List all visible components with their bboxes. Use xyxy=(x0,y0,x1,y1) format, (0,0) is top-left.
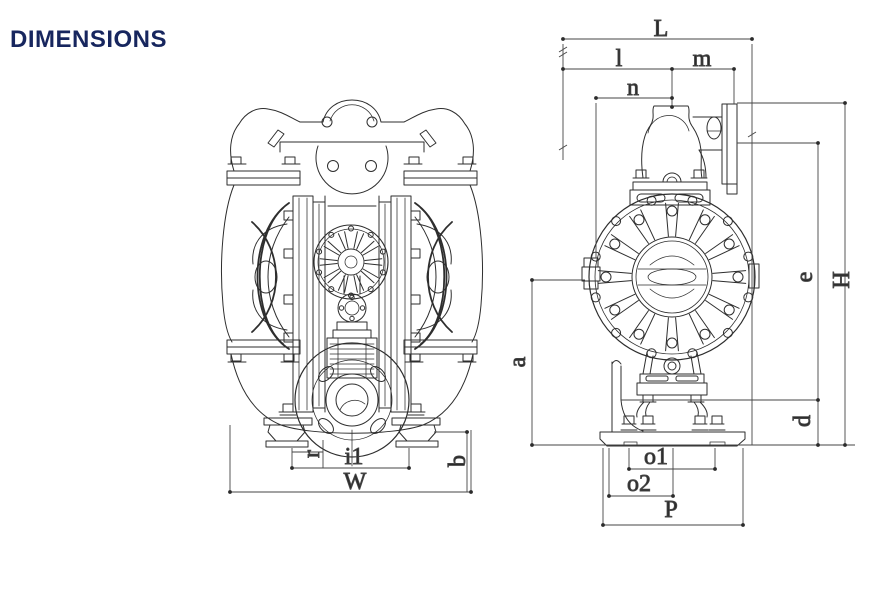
dim-label-n: n xyxy=(627,75,639,101)
dim-label-W: W xyxy=(344,469,367,495)
dim-label-o1: o1 xyxy=(644,444,668,470)
dim-label-d: d xyxy=(790,415,816,427)
dim-label-a: a xyxy=(505,356,531,367)
base-bolts xyxy=(620,415,726,431)
side-flange xyxy=(721,103,738,185)
dimension-end-dots xyxy=(228,37,847,527)
air-inlet-connector xyxy=(581,257,601,290)
dim-label-b: b xyxy=(445,455,471,467)
dim-label-m: m xyxy=(693,46,712,72)
dim-label-L: L xyxy=(654,16,669,42)
muffler-grid xyxy=(329,343,375,375)
dim-label-i1: i1 xyxy=(345,444,364,470)
dim-label-l: l xyxy=(616,46,623,72)
dim-label-r: r xyxy=(299,450,325,458)
top-flange xyxy=(315,145,389,195)
front-view-pump-body xyxy=(220,99,484,467)
dim-label-e: e xyxy=(792,272,818,283)
base-plate xyxy=(599,431,746,447)
side-view-pump-body xyxy=(581,103,760,447)
mounting-bracket xyxy=(611,360,644,433)
dim-label-P: P xyxy=(664,497,677,523)
dim-label-H: H xyxy=(829,271,855,288)
left-pin xyxy=(267,129,285,148)
page-title: DIMENSIONS xyxy=(10,26,168,53)
side-view-dimensions: L l m n a e H d o1 o2 P xyxy=(228,16,855,527)
chamber-clamp-wheel xyxy=(588,193,756,361)
front-view-dimensions: r i1 W b xyxy=(229,425,472,495)
right-pin xyxy=(419,129,437,148)
front-view-side-assembly xyxy=(220,156,326,448)
dim-label-o2: o2 xyxy=(627,471,651,497)
